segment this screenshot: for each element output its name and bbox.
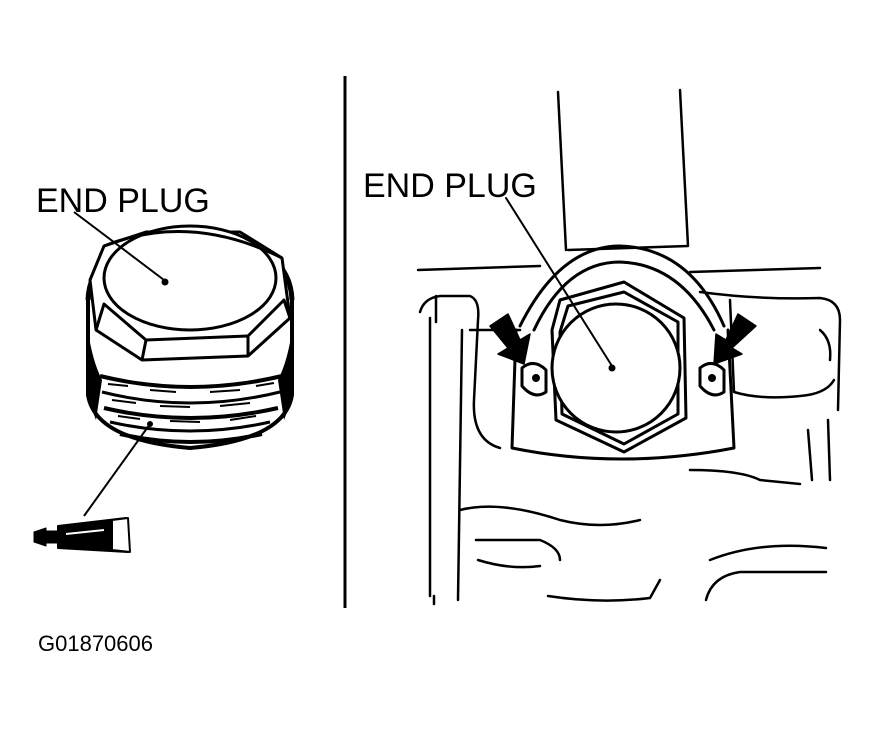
right-label-leader xyxy=(505,197,613,367)
sealant-leader xyxy=(83,423,151,517)
figure-id: G01870606 xyxy=(38,631,153,656)
arrow-icon xyxy=(713,313,757,365)
sealant-tube-icon xyxy=(33,517,131,553)
left-panel xyxy=(33,211,295,553)
end-plug-icon xyxy=(85,224,295,450)
arrow-icon xyxy=(489,313,531,365)
end-plug-icon xyxy=(550,280,688,454)
right-end-plug-label: END PLUG xyxy=(363,167,537,205)
left-label-leader xyxy=(73,211,165,281)
right-panel xyxy=(416,88,842,606)
upper-housing xyxy=(416,88,822,274)
left-end-plug-label: END PLUG xyxy=(36,182,210,220)
plug-boss xyxy=(510,244,736,461)
